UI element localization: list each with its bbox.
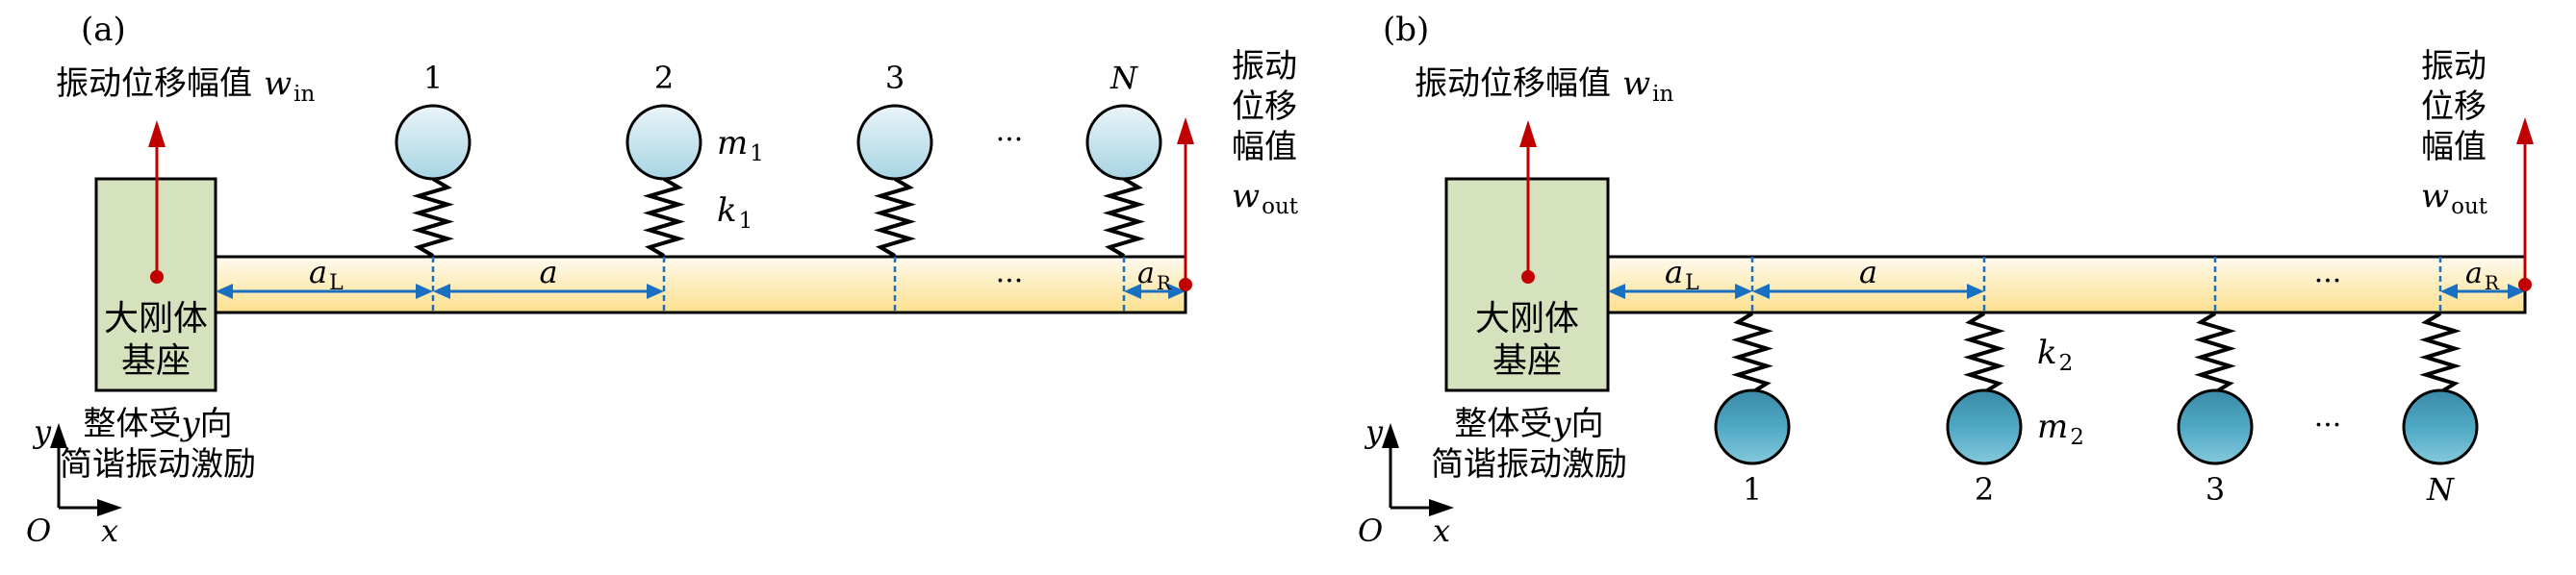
mass-icon bbox=[395, 104, 472, 181]
rigid-base-label-line: 基座 bbox=[121, 341, 191, 381]
excitation-label-line-1: 整体受y向 bbox=[83, 405, 232, 443]
y-axis-label: y bbox=[1364, 413, 1384, 450]
output-displacement-arrow-dot bbox=[1179, 278, 1192, 291]
spring-icon bbox=[1731, 312, 1773, 394]
rigid-base-label-line: 大刚体 bbox=[104, 299, 208, 338]
dim-right-arrow-left-head-icon bbox=[1124, 284, 1141, 299]
panel-label: (b) bbox=[1383, 11, 1429, 49]
resonator-index-label: N bbox=[2426, 471, 2455, 508]
output-amplitude-label-line: 振动 bbox=[1232, 47, 1297, 86]
spring-icon bbox=[411, 177, 455, 258]
dim-right-arrow-left-head-icon bbox=[2440, 284, 2458, 299]
output-amplitude-label-line: 振动 bbox=[2421, 47, 2487, 86]
beam bbox=[214, 255, 1187, 314]
dim-left-label: aL bbox=[1665, 254, 1699, 295]
input-amplitude-label: 振动位移幅值 bbox=[1415, 64, 1611, 103]
y-axis-label: y bbox=[32, 413, 52, 450]
output-displacement-arrow-head-icon bbox=[1177, 117, 1194, 144]
excitation-label-line-2: 简谐振动激励 bbox=[1431, 445, 1627, 484]
resonator-index-label: 2 bbox=[654, 60, 674, 96]
dim-left-arrow-right-head-icon bbox=[1735, 284, 1752, 299]
dim-right-arrow-right-head-icon bbox=[1168, 284, 1186, 299]
input-amplitude-label: 振动位移幅值 bbox=[56, 64, 252, 103]
excitation-label-line-1: 整体受y向 bbox=[1454, 405, 1603, 443]
resonator-index-label: N bbox=[1109, 60, 1138, 96]
beam bbox=[1606, 255, 2527, 314]
dim-period-arrow-left-head-icon bbox=[433, 284, 450, 299]
dim-period-arrow-right-head-icon bbox=[1967, 284, 1984, 299]
x-axis-label: x bbox=[101, 512, 118, 549]
resonator-index-label: 3 bbox=[2206, 471, 2225, 508]
dim-left-arrow-left-head-icon bbox=[1608, 284, 1625, 299]
input-displacement-arrow-dot bbox=[150, 270, 164, 284]
dim-period-arrow-left-head-icon bbox=[1752, 284, 1770, 299]
rigid-base-label-line: 大刚体 bbox=[1475, 299, 1579, 338]
dim-period-label: a bbox=[1859, 254, 1877, 290]
dim-period-arrow-right-head-icon bbox=[647, 284, 664, 299]
origin-label: O bbox=[26, 512, 51, 549]
rigid-base-label-line: 基座 bbox=[1492, 341, 1562, 381]
x-axis-arrowhead-icon bbox=[1429, 499, 1454, 516]
spring-icon bbox=[873, 177, 917, 258]
spring-icon bbox=[642, 177, 686, 258]
resonator-index-label: 1 bbox=[1743, 471, 1762, 508]
output-displacement-arrow-head-icon bbox=[2516, 117, 2534, 144]
output-amplitude-symbol: wout bbox=[1232, 177, 1299, 219]
resonator-ellipsis: ··· bbox=[2314, 409, 2342, 442]
input-displacement-arrow-dot bbox=[1521, 270, 1535, 284]
panel-label: (a) bbox=[81, 11, 126, 49]
mass-icon bbox=[856, 104, 933, 181]
resonator-index-label: 2 bbox=[1975, 471, 1994, 508]
origin-label: O bbox=[1358, 512, 1383, 549]
dim-right-arrow-right-head-icon bbox=[2508, 284, 2525, 299]
y-axis-arrowhead-icon bbox=[50, 423, 67, 448]
resonator-index-label: 1 bbox=[423, 60, 443, 96]
x-axis-arrowhead-icon bbox=[97, 499, 122, 516]
resonator-index-label: 3 bbox=[885, 60, 905, 96]
dim-left-arrow-left-head-icon bbox=[216, 284, 233, 299]
beam-ellipsis: ··· bbox=[2314, 264, 2342, 298]
y-axis-arrowhead-icon bbox=[1382, 423, 1399, 448]
output-amplitude-label-line: 位移 bbox=[2421, 88, 2487, 126]
spring-icon bbox=[1963, 312, 2005, 394]
spring-stiffness-symbol: k2 bbox=[2037, 334, 2073, 376]
spring-icon bbox=[1102, 177, 1146, 258]
mass-icon bbox=[2402, 388, 2479, 465]
spring-icon bbox=[2419, 312, 2461, 394]
mass-icon bbox=[1085, 104, 1162, 181]
spring-stiffness-symbol: k1 bbox=[717, 191, 752, 234]
mass-icon bbox=[625, 104, 702, 181]
beam-ellipsis: ··· bbox=[996, 264, 1024, 298]
mass-symbol: m1 bbox=[717, 124, 764, 166]
resonator-ellipsis: ··· bbox=[996, 123, 1024, 157]
excitation-label-line-2: 简谐振动激励 bbox=[60, 445, 256, 484]
output-amplitude-label-line: 位移 bbox=[1232, 88, 1297, 126]
mass-icon bbox=[1946, 388, 2023, 465]
spring-icon bbox=[2194, 312, 2236, 394]
input-amplitude-symbol: win bbox=[1622, 64, 1673, 107]
x-axis-label: x bbox=[1433, 512, 1450, 549]
input-displacement-arrow-head-icon bbox=[1519, 120, 1537, 147]
mass-symbol: m2 bbox=[2037, 408, 2084, 450]
dim-period-label: a bbox=[539, 254, 557, 290]
output-amplitude-symbol: wout bbox=[2421, 177, 2488, 219]
mass-icon bbox=[1714, 388, 1791, 465]
output-displacement-arrow-dot bbox=[2518, 278, 2532, 291]
input-displacement-arrow-head-icon bbox=[148, 120, 166, 147]
output-amplitude-label-line: 幅值 bbox=[2421, 128, 2487, 166]
input-amplitude-symbol: win bbox=[264, 64, 315, 107]
dim-left-arrow-right-head-icon bbox=[416, 284, 433, 299]
mass-icon bbox=[2177, 388, 2254, 465]
dim-left-label: aL bbox=[309, 254, 344, 295]
output-amplitude-label-line: 幅值 bbox=[1232, 128, 1297, 166]
